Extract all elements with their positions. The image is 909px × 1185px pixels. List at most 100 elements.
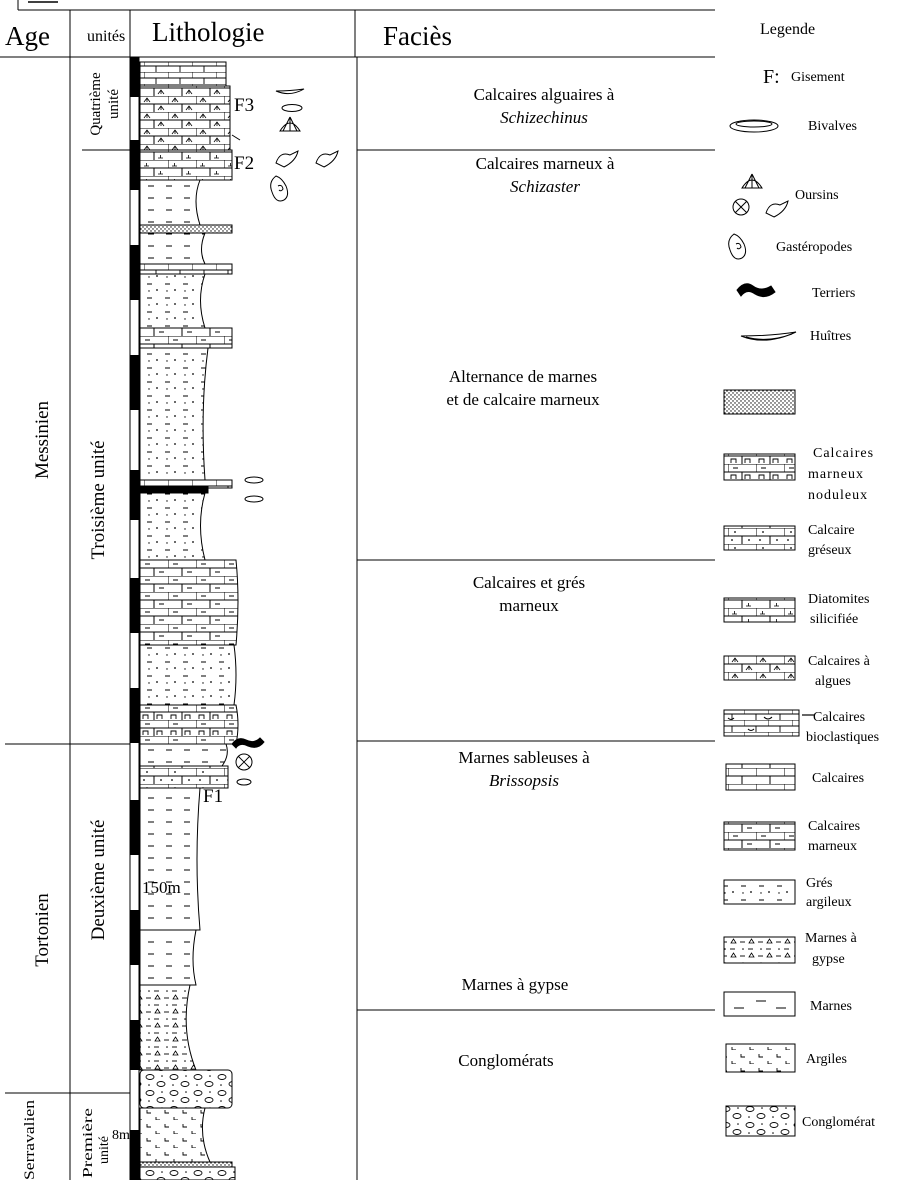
- legend-calgues-line2: algues: [815, 674, 851, 689]
- legend-cmn-line3: noduleux: [808, 488, 868, 503]
- bed-calcaires-marneux: [139, 559, 239, 646]
- bed-calcaire-greseux: [139, 765, 229, 789]
- sea-urchin-icon: [315, 150, 339, 168]
- legend-cgres-line2: gréseux: [808, 543, 852, 558]
- legend-sea-urchin-icon: [741, 173, 763, 189]
- unit-label-premiere-1: Première: [81, 1108, 96, 1178]
- legend-cmarn-line1: Calcaires: [808, 819, 860, 834]
- legend-congl-line1: Conglomérat: [802, 1115, 875, 1130]
- facies-cm-line2: Schizaster: [510, 177, 580, 196]
- unit-label-quatrieme-2: unité: [106, 89, 122, 119]
- legend-huitres-label: Huîtres: [810, 329, 851, 344]
- header-age: Age: [5, 21, 50, 51]
- facies-column: Calcaires alguaires à Schizechinus Calca…: [446, 85, 615, 1070]
- legend-marnes-swatch: [723, 991, 796, 1017]
- oyster-icon: [275, 88, 305, 95]
- table-frame: [0, 0, 715, 1180]
- legend-diato-line2: silicifiée: [810, 612, 858, 627]
- legend-gasteropodes-label: Gastéropodes: [776, 240, 852, 255]
- legend-argiles-line1: Argiles: [806, 1052, 847, 1067]
- legend-terriers-label: Terriers: [812, 286, 855, 301]
- legend-cmn-swatch: [723, 453, 796, 481]
- legend-gisement-prefix: F:: [763, 66, 780, 88]
- sea-urchin-icon: [279, 116, 301, 132]
- unit-boundaries: [70, 149, 130, 1094]
- gastropod-icon: [270, 175, 289, 202]
- bed-diatomites: [139, 149, 233, 181]
- facies-ms-line1: Marnes sableuses à: [458, 748, 590, 767]
- lithology-column: [139, 61, 239, 1181]
- legend-cmn-line1: Calcaires: [813, 446, 874, 461]
- unit-label-deuxieme: Deuxième unité: [88, 820, 109, 941]
- legend-calgues-swatch: [723, 655, 796, 681]
- unit-label-premiere-2: unité: [97, 1136, 112, 1164]
- legend-mgyp-line2: gypse: [812, 952, 845, 967]
- legend: F: Gisement Bivalves Oursins Gastéropode…: [723, 66, 879, 1137]
- facies-mg: Marnes à gypse: [462, 975, 569, 994]
- header-unites: unités: [87, 28, 125, 45]
- legend-cmarn-swatch: [723, 821, 796, 851]
- legend-gastropod-icon: [728, 233, 747, 260]
- legend-cmn-line2: marneux: [808, 467, 864, 482]
- bed-marnes-gypse: [139, 984, 197, 1071]
- bed-calcaires: [139, 61, 227, 87]
- legend-gres-swatch: [723, 879, 796, 905]
- legend-bivalve-icon: [729, 119, 779, 133]
- bed-calcaire-marneux-2: [139, 327, 233, 349]
- bed-marnes-2: [139, 232, 206, 265]
- legend-marnes-line1: Marnes: [810, 999, 852, 1014]
- bed-marnes-sableuses-1: [139, 273, 206, 329]
- legend-cgres-swatch: [723, 525, 796, 551]
- bed-calcaires-algues: [139, 85, 231, 151]
- column-fossils: [231, 88, 339, 786]
- legend-calgues-line1: Calcaires à: [808, 654, 871, 669]
- bivalve-icon: [244, 495, 264, 503]
- facies-alg-line1: Calcaires alguaires à: [474, 85, 615, 104]
- gisement-f2: F2: [234, 153, 254, 174]
- facies-boundaries: [357, 149, 715, 1011]
- facies-ms-line2: Brissopsis: [489, 771, 559, 790]
- legend-cmarn-line2: marneux: [808, 839, 857, 854]
- legend-sand-swatch: [723, 389, 796, 415]
- bed-calcaire-marneux-1: [139, 263, 233, 275]
- age-boundaries: [5, 743, 70, 1094]
- age-label-messinien: Messinien: [32, 400, 53, 479]
- facies-alg-line2: Schizechinus: [500, 108, 588, 127]
- gastropod-icon: [236, 778, 252, 786]
- sea-urchin-icon: [235, 753, 253, 771]
- facies-cgm-line2: marneux: [499, 596, 559, 615]
- legend-oyster-icon: [740, 331, 797, 341]
- bivalve-icon: [244, 476, 264, 484]
- legend-calc-swatch: [725, 763, 796, 791]
- bed-gres-argileux-1: [139, 644, 237, 706]
- legend-cbio-line2: bioclastiques: [806, 730, 879, 745]
- bed-marnes-sableuses-2: [139, 347, 209, 481]
- bed-thin-lime: [139, 224, 233, 234]
- bed-thin-lime-2: [139, 1161, 233, 1168]
- legend-mgyp-swatch: [723, 936, 796, 964]
- facies-cm-line1: Calcaires marneux à: [476, 154, 615, 173]
- legend-burrow-icon: [736, 283, 776, 298]
- bed-marnes-1: [139, 179, 201, 226]
- legend-gres-line1: Grés: [806, 876, 832, 891]
- bed-conglomerat-2: [139, 1166, 236, 1181]
- gisement-f1: F1: [203, 786, 223, 807]
- facies-cgm-line1: Calcaires et grés: [473, 573, 585, 592]
- legend-oursins-label: Oursins: [795, 188, 839, 203]
- burrow-icon: [231, 737, 265, 749]
- sea-urchin-icon: [275, 150, 299, 168]
- legend-diato-swatch: [723, 597, 796, 623]
- bed-black-band: [139, 486, 209, 494]
- facies-alt-line2: et de calcaire marneux: [446, 390, 600, 409]
- legend-cgres-line1: Calcaire: [808, 523, 855, 538]
- legend-congl-swatch: [725, 1105, 796, 1137]
- facies-cg: Conglomérats: [458, 1051, 553, 1070]
- legend-gres-line2: argileux: [806, 895, 852, 910]
- bed-conglomerat-1: [139, 1069, 233, 1109]
- bed-marnes-4: [139, 787, 201, 931]
- legend-cbio-line1: Calcaires: [813, 710, 865, 725]
- legend-argiles-swatch: [725, 1043, 796, 1073]
- bed-marnes-5: [139, 929, 197, 986]
